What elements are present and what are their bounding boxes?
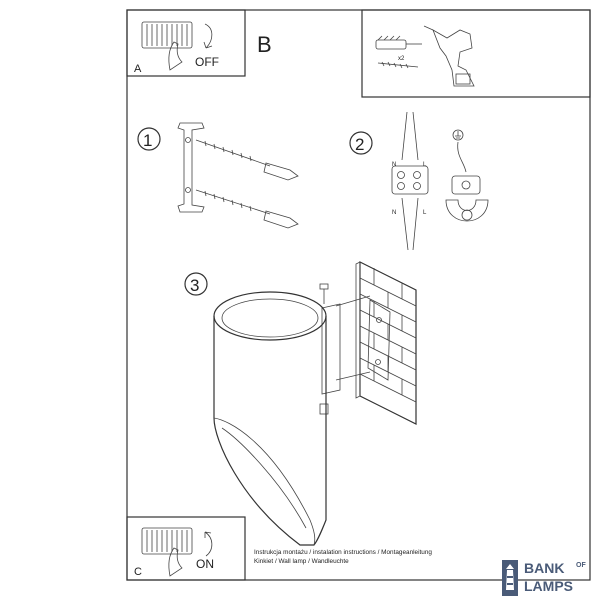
- wire-n-top: N: [392, 162, 396, 168]
- brand-word-lamps: LAMPS: [524, 578, 573, 594]
- brand-logo: BANK OF LAMPS: [498, 558, 600, 600]
- step-2-circle: [349, 131, 373, 155]
- sheet-border: [126, 9, 591, 581]
- step-3-number: 3: [190, 276, 199, 295]
- wall-lamp-icon: [213, 291, 327, 546]
- step-3: 3: [184, 261, 417, 546]
- terminal-block-icon: [391, 111, 429, 251]
- brand-word-bank: BANK: [524, 560, 565, 576]
- switch-on-icon: [141, 527, 193, 577]
- panel-c-letter: C: [134, 566, 142, 578]
- wire-l-bottom: L: [423, 210, 427, 216]
- panel-a: A OFF: [126, 9, 246, 77]
- step-1-circle: [137, 127, 161, 151]
- mounting-bracket-icon: [177, 122, 205, 213]
- screw-count: x2: [398, 56, 405, 62]
- wire-n-bottom: N: [392, 210, 396, 216]
- step-1-number: 1: [143, 131, 152, 150]
- brand-word-of: OF: [576, 562, 586, 569]
- panel-c: C ON: [126, 516, 246, 581]
- on-label: ON: [196, 557, 214, 571]
- step-2: 2 N L N L: [349, 111, 489, 251]
- caption-line-1: Instrukcja montażu / instalation instruc…: [254, 549, 432, 556]
- lamp-mount-block-icon: [321, 303, 341, 395]
- panel-a-letter: A: [134, 63, 142, 75]
- lighthouse-icon: [502, 560, 518, 596]
- panel-a-box: [126, 9, 246, 77]
- caption-line-2: Kinkiet / Wall lamp / Wandleuchte: [254, 558, 349, 565]
- brick-wall-icon: [355, 261, 417, 425]
- ground-terminal-icon: [445, 175, 489, 222]
- tools-panel: x2: [361, 9, 591, 98]
- off-label: OFF: [195, 55, 219, 69]
- screw-icon: [377, 61, 419, 69]
- panel-b-letter: B: [257, 32, 272, 57]
- step-1: 1: [137, 122, 299, 229]
- panel-c-box: [126, 516, 246, 581]
- ground-symbol-icon: [452, 129, 467, 173]
- switch-off-icon: [141, 21, 193, 71]
- wire-l-top: L: [423, 162, 427, 168]
- screw-anchor-icon: [195, 139, 299, 181]
- tools-box: [361, 9, 591, 98]
- drill-icon: [423, 25, 475, 87]
- arrow-up-icon: [204, 531, 213, 557]
- wall-plug-icon: [375, 35, 422, 50]
- wall-bracket-icon: [335, 295, 391, 381]
- step-2-number: 2: [355, 135, 364, 154]
- fixing-screw-icon: [319, 283, 329, 304]
- caption-block: Instrukcja montażu / instalation instruc…: [254, 548, 432, 566]
- arrow-down-icon: [203, 23, 213, 49]
- fixing-screw-bottom-icon: [319, 403, 329, 415]
- step-3-circle: [184, 272, 208, 296]
- screw-anchor-icon-2: [195, 189, 299, 229]
